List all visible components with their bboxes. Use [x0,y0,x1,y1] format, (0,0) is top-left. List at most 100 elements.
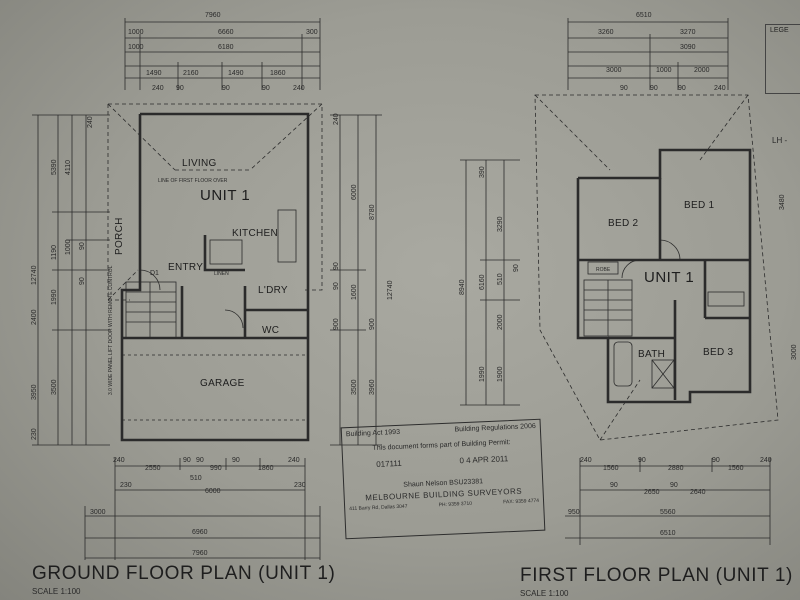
ground-bot-dim-4: 990 [210,465,222,472]
ground-top-dimensions [124,18,321,90]
ground-left-dim-5: 1000 [65,239,72,255]
ground-left-dimensions [32,114,110,446]
first-bot-dim-11: 950 [568,509,580,516]
first-left-dim-7: 390 [479,166,486,178]
ground-bot-dim-1: 2550 [145,465,161,472]
first-right-dim-1: 3000 [791,344,798,360]
room-bed1-label: BED 1 [684,200,715,211]
ground-right-dim-10: 240 [333,113,340,125]
first-bot-dim-10: 2640 [690,489,706,496]
ground-bot-dim-5: 90 [232,457,240,464]
first-top-dim-4: 3000 [606,67,622,74]
ground-floor-scale: SCALE 1:100 [32,587,81,596]
first-bot-dim-13: 6510 [660,530,676,537]
stamp-address: 411 Barry Rd, Dallas 3047 [349,503,408,513]
first-bot-dim-3: 2880 [668,465,684,472]
first-left-dim-0: 8940 [459,279,466,295]
first-floor-title: FIRST FLOOR PLAN (UNIT 1) [520,565,793,586]
ground-bot-dim-10: 6000 [205,488,221,495]
first-top-dim-1: 3260 [598,29,614,36]
garage-door-note: 3.0 WIDE PANEL LIFT DOOR WITH REMOTE CON… [108,265,114,395]
first-stair [583,279,633,337]
ground-top-dim-1: 6660 [218,29,234,36]
first-top-dim-3: 3090 [680,44,696,51]
ground-top-dim-3: 1000 [128,29,144,36]
ground-right-dim-6: 900 [333,318,340,330]
robe-label: ROBE [596,267,611,273]
bath-fixtures [613,341,675,389]
first-top-dim-10: 240 [714,85,726,92]
stamp-phone: PH: 9359 3710 [438,500,473,509]
first-bot-dim-0: 240 [580,457,592,464]
first-bot-dim-4: 90 [712,457,720,464]
ground-top-dim-14: 240 [293,85,305,92]
ground-left-dim-1: 5390 [51,159,58,175]
room-unit-label: UNIT 1 [200,187,250,204]
ground-right-dim-1: 8780 [369,204,376,220]
ground-bot-dim-14: 7960 [192,550,208,557]
stamp-permit-line: This document forms part of Building Per… [372,439,511,453]
first-left-dimensions [460,159,520,406]
ground-top-dim-2: 6180 [218,44,234,51]
ground-right-dim-2: 12740 [387,280,394,300]
first-unit-label: UNIT 1 [644,269,694,286]
first-floor-walls [576,148,752,404]
ground-top-dim-5: 300 [306,29,318,36]
room-linen-label: LINEN [214,271,229,277]
first-left-dim-6: 510 [497,273,504,285]
room-kitchen-label: KITCHEN [232,228,278,239]
ground-left-dim-2: 4110 [65,160,72,175]
stamp-regulations: Building Regulations 2006 [454,422,536,434]
ground-bot-dim-6: 1860 [258,465,274,472]
first-top-dim-8: 90 [650,85,658,92]
ground-right-dim-3: 1600 [351,284,358,300]
ground-top-dim-6: 1490 [146,70,162,77]
first-left-dim-1: 6160 [479,274,486,290]
ground-bot-dim-0: 240 [113,457,125,464]
kitchen-bench [209,209,297,265]
bed2-door-swing [621,259,641,279]
first-bot-dim-2: 90 [638,457,646,464]
room-entry-label: ENTRY [168,262,203,273]
first-floor-scale: SCALE 1:100 [520,589,569,598]
first-bot-dim-12: 5560 [660,509,676,516]
stamp-fax: FAX: 9359 4774 [503,497,540,506]
first-bottom-dimensions [565,458,771,545]
ground-left-dim-8: 3500 [51,379,58,395]
first-top-dim-9: 90 [678,85,686,92]
ground-right-dimensions [330,114,382,446]
ground-left-dim-3: 2400 [31,309,38,325]
robe-bed2 [587,261,619,275]
stamp-act: Building Act 1993 [345,428,401,439]
ground-top-dim-9: 1860 [270,70,286,77]
ground-bot-dim-9: 230 [120,482,132,489]
first-right-dim-0: 3480 [779,194,786,210]
door-d1-label: D1 [150,270,159,277]
first-left-dim-4: 1990 [479,366,486,382]
room-bed2-label: BED 2 [608,218,639,229]
first-left-dim-8: 90 [513,264,520,272]
ground-left-dim-6: 1990 [51,289,58,305]
legend-title: LEGE [770,27,789,34]
ground-bot-dim-11: 230 [294,482,306,489]
ground-right-dim-8: 90 [333,262,340,270]
ground-bottom-dimensions [84,458,321,560]
ground-bot-dim-8: 510 [190,475,202,482]
ground-left-dim-0: 12740 [31,265,38,285]
ground-bot-dim-12: 3000 [90,509,106,516]
ground-bot-dim-7: 240 [288,457,300,464]
first-bot-dim-1: 1560 [603,465,619,472]
lh-label: LH - [772,136,788,145]
room-ldry-label: L'DRY [258,285,288,296]
entry-door-swing [139,269,161,291]
legend-box: LEGE [765,24,800,94]
ground-left-dim-12: 230 [31,428,38,440]
room-garage-label: GARAGE [200,378,245,389]
room-bed3-label: BED 3 [703,347,734,358]
first-bot-dim-9: 90 [670,482,678,489]
first-bot-dim-8: 2650 [644,489,660,496]
ground-top-dim-11: 90 [176,85,184,92]
first-top-dim-2: 3270 [680,29,696,36]
room-wc-label: WC [262,325,279,336]
